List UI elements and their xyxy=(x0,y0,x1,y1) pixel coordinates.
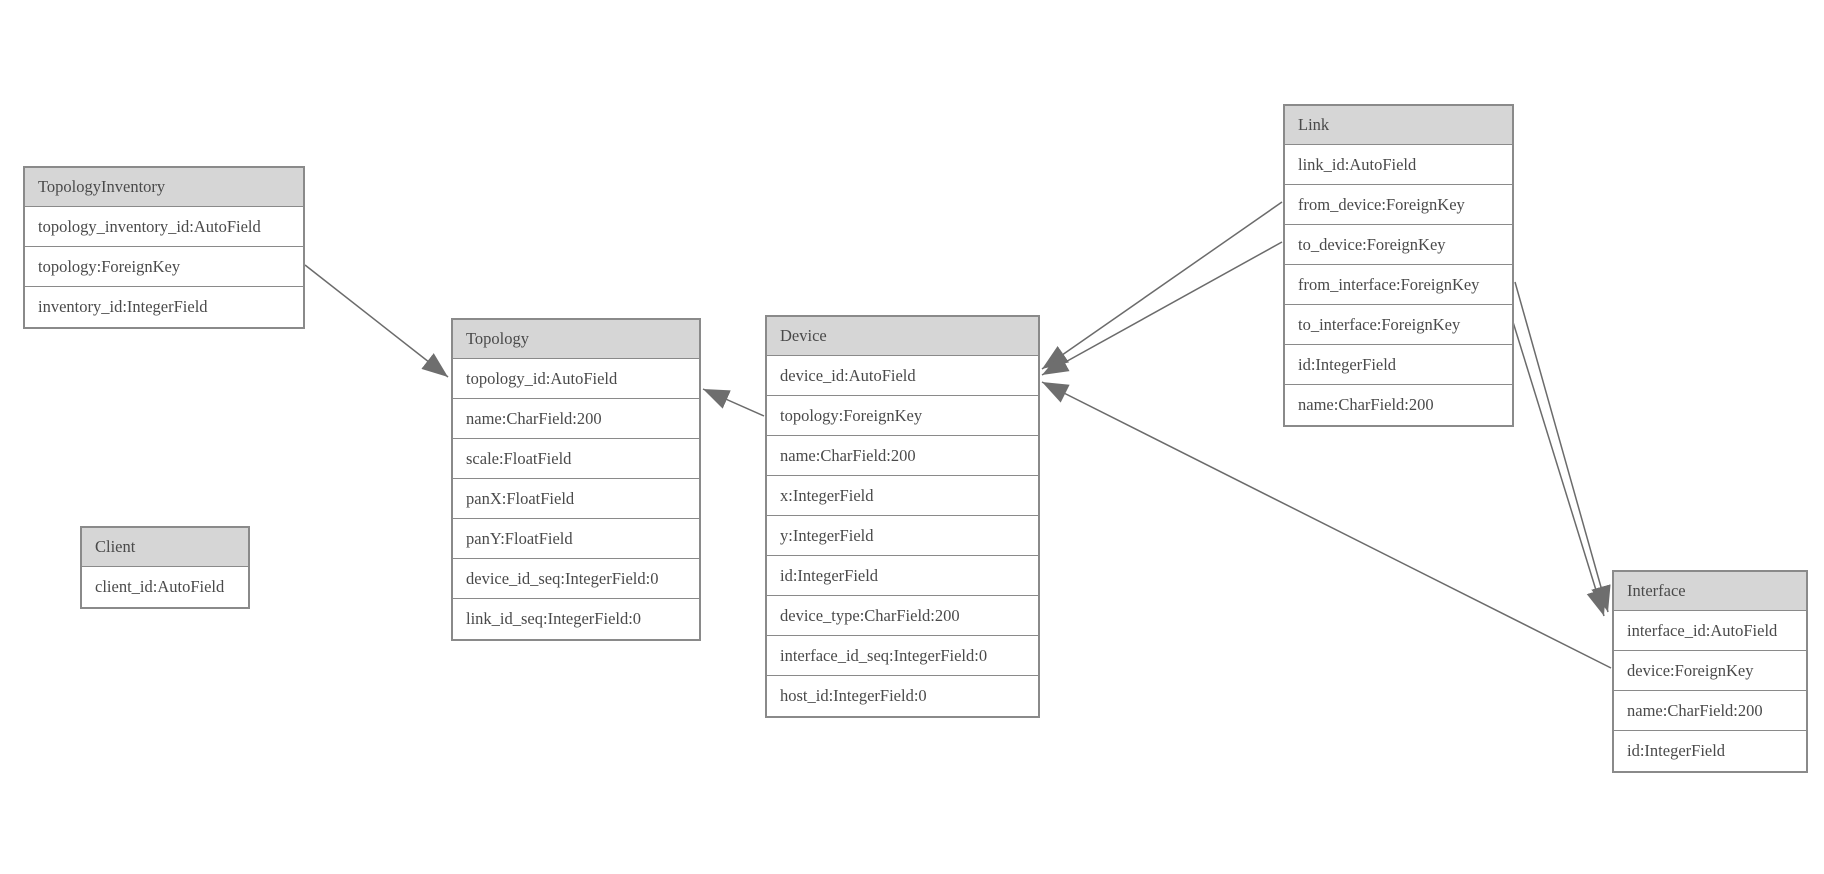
field-row: interface_id_seq:IntegerField:0 xyxy=(767,636,1038,676)
edge-interface-device xyxy=(1041,381,1612,669)
field-row: inventory_id:IntegerField xyxy=(25,287,303,327)
field-row: device_type:CharField:200 xyxy=(767,596,1038,636)
edge-topologyinventory-topology xyxy=(304,264,449,378)
edge-link-from-interface xyxy=(1514,281,1611,613)
field-row: link_id:AutoField xyxy=(1285,145,1512,185)
edge-link-from-device xyxy=(1041,201,1283,370)
field-row: device:ForeignKey xyxy=(1614,651,1806,691)
field-row: interface_id:AutoField xyxy=(1614,611,1806,651)
field-row: panY:FloatField xyxy=(453,519,699,559)
entity-interface: Interface interface_id:AutoField device:… xyxy=(1612,570,1808,773)
edge-link-to-interface xyxy=(1512,321,1606,617)
field-row: id:IntegerField xyxy=(767,556,1038,596)
entity-topology-inventory-title: TopologyInventory xyxy=(25,168,303,207)
field-row: name:CharField:200 xyxy=(453,399,699,439)
field-row: name:CharField:200 xyxy=(1285,385,1512,425)
edge-link-to-device xyxy=(1041,241,1283,376)
field-row: topology_id:AutoField xyxy=(453,359,699,399)
field-row: link_id_seq:IntegerField:0 xyxy=(453,599,699,639)
field-row: id:IntegerField xyxy=(1285,345,1512,385)
field-row: name:CharField:200 xyxy=(767,436,1038,476)
field-row: host_id:IntegerField:0 xyxy=(767,676,1038,716)
field-row: id:IntegerField xyxy=(1614,731,1806,771)
entity-topology-title: Topology xyxy=(453,320,699,359)
field-row: x:IntegerField xyxy=(767,476,1038,516)
entity-interface-title: Interface xyxy=(1614,572,1806,611)
entity-client: Client client_id:AutoField xyxy=(80,526,250,609)
field-row: device_id_seq:IntegerField:0 xyxy=(453,559,699,599)
field-row: name:CharField:200 xyxy=(1614,691,1806,731)
field-row: from_interface:ForeignKey xyxy=(1285,265,1512,305)
field-row: panX:FloatField xyxy=(453,479,699,519)
field-row: to_interface:ForeignKey xyxy=(1285,305,1512,345)
entity-topology-inventory: TopologyInventory topology_inventory_id:… xyxy=(23,166,305,329)
field-row: topology_inventory_id:AutoField xyxy=(25,207,303,247)
entity-link: Link link_id:AutoField from_device:Forei… xyxy=(1283,104,1514,427)
edge-device-topology xyxy=(702,388,765,417)
field-row: y:IntegerField xyxy=(767,516,1038,556)
entity-device-title: Device xyxy=(767,317,1038,356)
entity-client-title: Client xyxy=(82,528,248,567)
field-row: device_id:AutoField xyxy=(767,356,1038,396)
entity-link-title: Link xyxy=(1285,106,1512,145)
entity-topology: Topology topology_id:AutoField name:Char… xyxy=(451,318,701,641)
field-row: to_device:ForeignKey xyxy=(1285,225,1512,265)
field-row: topology:ForeignKey xyxy=(767,396,1038,436)
entity-device: Device device_id:AutoField topology:Fore… xyxy=(765,315,1040,718)
field-row: scale:FloatField xyxy=(453,439,699,479)
field-row: client_id:AutoField xyxy=(82,567,248,607)
field-row: from_device:ForeignKey xyxy=(1285,185,1512,225)
field-row: topology:ForeignKey xyxy=(25,247,303,287)
